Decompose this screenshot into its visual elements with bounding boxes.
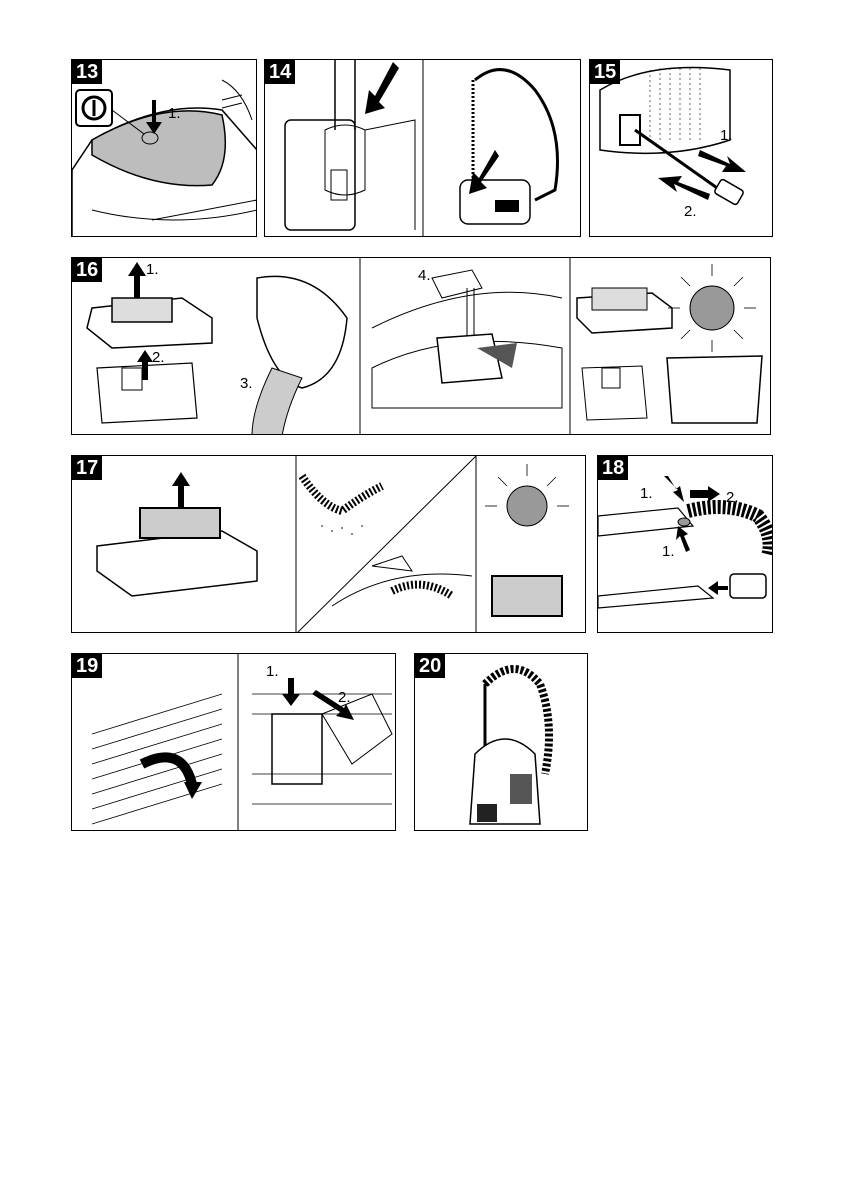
step-label: 1. [640, 485, 653, 502]
filter-cleaning-illustration: 1. 2. 3. 4. [72, 258, 771, 435]
step-label: 1. [168, 105, 181, 122]
panel-number: 16 [72, 258, 102, 282]
figure-panel-13: 13 1. [71, 59, 257, 237]
figure-panel-16: 16 1. 2. 3. 4. [71, 257, 771, 435]
hose-storage-illustration [265, 60, 581, 237]
panel-number: 18 [598, 456, 628, 480]
step-label: 2. [726, 489, 739, 506]
panel-number: 20 [415, 654, 445, 678]
figure-panel-20: 20 [414, 653, 588, 831]
panel-number: 19 [72, 654, 102, 678]
figure-panel-18: 18 1. 2. 1. [597, 455, 773, 633]
power-cord-illustration: 1. 2. [590, 60, 773, 237]
vacuum-parked-illustration [415, 654, 588, 831]
step-label: 1. [720, 127, 733, 144]
step-label: 1. [266, 663, 279, 680]
step-label: 1. [146, 261, 159, 278]
figure-panel-19: 19 1. 2. [71, 653, 396, 831]
panel-number: 17 [72, 456, 102, 480]
flat-filter-illustration [72, 456, 586, 633]
figure-panel-17: 17 [71, 455, 586, 633]
panel-number: 13 [72, 60, 102, 84]
step-label: 1. [662, 543, 675, 560]
step-label: 2. [338, 689, 351, 706]
filter-cover-illustration: 1. 2. [72, 654, 396, 831]
vacuum-top-illustration: 1. [72, 60, 257, 237]
step-label: 2. [152, 349, 165, 366]
panel-number: 14 [265, 60, 295, 84]
figure-panel-15: 15 1. 2. [589, 59, 773, 237]
step-label: 4. [418, 267, 431, 284]
step-label: 2. [684, 203, 697, 220]
panel-number: 15 [590, 60, 620, 84]
step-label: 3. [240, 375, 253, 392]
hose-handle-illustration: 1. 2. 1. [598, 456, 773, 633]
figure-panel-14: 14 [264, 59, 581, 237]
